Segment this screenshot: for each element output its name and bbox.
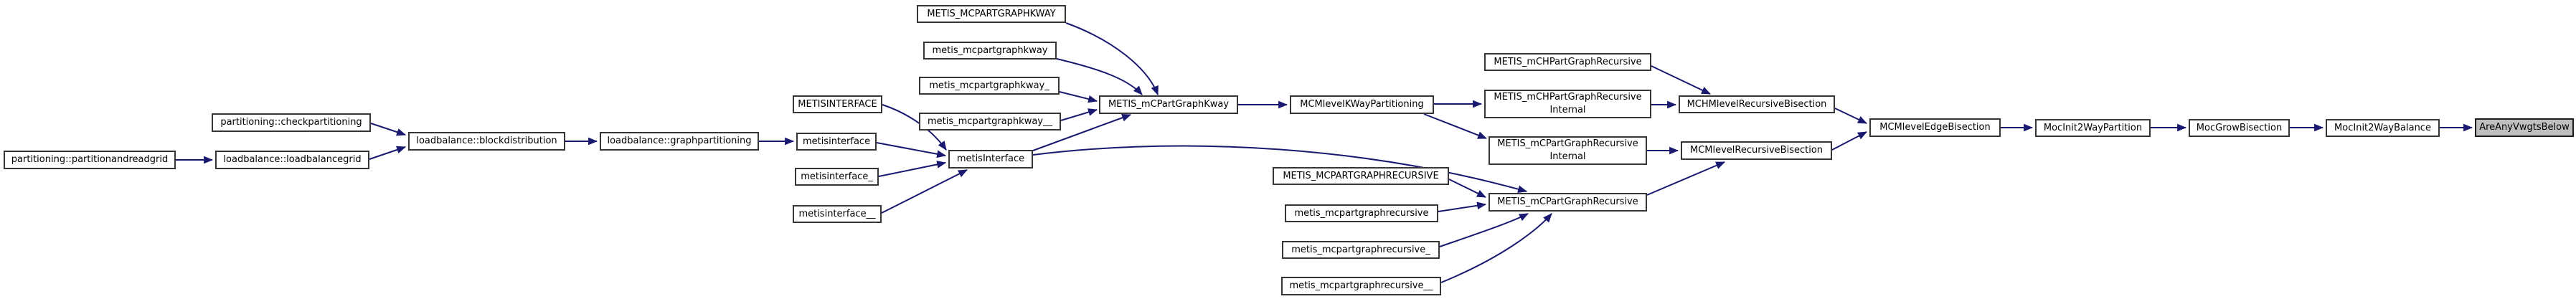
node-metis_mcpartgraphrecursive__[interactable]: metis_mcpartgraphrecursive__: [1281, 277, 1441, 295]
node-metis_mcpartgraphkway__[interactable]: metis_mcpartgraphkway__: [919, 113, 1061, 130]
node-METIS_mCPartGraphRecursiveInternal[interactable]: METIS_mCPartGraphRecursive Internal: [1488, 136, 1647, 165]
edge-METIS_MCPARTGRAPHRECURSIVE-to-METIS_mCPartGraphRecursive: [1448, 179, 1486, 198]
edge-METIS_MCPARTGRAPHKWAY-to-METIS_mCPartGraphKway: [1065, 22, 1159, 96]
node-loadbalance-loadbalancegrid[interactable]: loadbalance::loadbalancegrid: [215, 151, 369, 169]
edge-metisinterface_-to-metisInterface: [878, 161, 947, 177]
edge-metis_mcpartgraphrecursive_-to-METIS_mCPartGraphRecursive: [1439, 213, 1529, 247]
node-METISINTERFACE[interactable]: METISINTERFACE: [793, 95, 882, 113]
node-METIS_mCHPartGraphRecursiveInternal[interactable]: METIS_mCHPartGraphRecursive Internal: [1484, 90, 1651, 118]
edge-metis_mcpartgraphrecursive-to-METIS_mCPartGraphRecursive: [1438, 201, 1487, 212]
node-metisinterface[interactable]: metisinterface: [796, 133, 877, 151]
node-loadbalance-graphpartitioning[interactable]: loadbalance::graphpartitioning: [600, 132, 759, 151]
edge-MCHMlevelRecursiveBisection-to-MCMlevelEdgeBisection: [1834, 108, 1867, 124]
edge-metis_mcpartgraphkway_-to-METIS_mCPartGraphKway: [1059, 91, 1098, 103]
edge-MCMlevelRecursiveBisection-to-MCMlevelEdgeBisection: [1831, 131, 1867, 151]
edge-metisInterface-to-METIS_mCPartGraphRecursive: [1032, 145, 1528, 194]
node-MocGrowBisection[interactable]: MocGrowBisection: [2189, 119, 2290, 137]
node-metisInterface[interactable]: metisInterface: [948, 150, 1033, 169]
edge-metisinterface-to-metisInterface: [876, 142, 947, 158]
node-loadbalance-blockdistribution[interactable]: loadbalance::blockdistribution: [408, 132, 565, 151]
edge-checkpartitioning-to-blockdistribution: [370, 123, 407, 136]
node-MocInit2WayBalance[interactable]: MocInit2WayBalance: [2326, 119, 2440, 137]
node-MocInit2WayPartition[interactable]: MocInit2WayPartition: [2035, 119, 2151, 137]
node-MCMlevelRecursiveBisection[interactable]: MCMlevelRecursiveBisection: [1681, 141, 1832, 160]
node-MCMlevelKWayPartitioning[interactable]: MCMlevelKWayPartitioning: [1290, 95, 1434, 114]
node-metis_mcpartgraphrecursive[interactable]: metis_mcpartgraphrecursive: [1285, 204, 1438, 222]
edge-MCMlevelKWayPartitioning-to-METIS_mCPartGraphRecursiveInternal: [1423, 113, 1488, 139]
edge-METIS_mCHPartGraphRecursive-to-MCHMlevelRecursiveBisection: [1651, 65, 1711, 95]
node-metisinterface__[interactable]: metisinterface__: [793, 205, 882, 223]
node-partitioning-checkpartitioning[interactable]: partitioning::checkpartitioning: [212, 113, 371, 132]
node-AreAnyVwgtsBelow: AreAnyVwgtsBelow: [2475, 118, 2574, 137]
node-METIS_mCHPartGraphRecursive[interactable]: METIS_mCHPartGraphRecursive: [1484, 53, 1651, 71]
edge-metis_mcpartgraphkway-to-METIS_mCPartGraphKway: [1056, 58, 1143, 95]
node-MCHMlevelRecursiveBisection[interactable]: MCHMlevelRecursiveBisection: [1679, 95, 1835, 113]
node-METIS_mCPartGraphKway[interactable]: METIS_mCPartGraphKway: [1099, 95, 1238, 114]
node-metis_mcpartgraphkway_[interactable]: metis_mcpartgraphkway_: [919, 77, 1060, 95]
node-MCMlevelEdgeBisection[interactable]: MCMlevelEdgeBisection: [1869, 118, 2001, 137]
edge-metisinterface__-to-metisInterface: [881, 169, 968, 214]
node-METIS_mCPartGraphRecursive[interactable]: METIS_mCPartGraphRecursive: [1488, 193, 1647, 212]
node-partitioning-partitionandreadgrid[interactable]: partitioning::partitionandreadgrid: [4, 151, 176, 169]
edge-METIS_mCPartGraphRecursive-to-MCMlevelRecursiveBisection: [1646, 161, 1725, 196]
node-metis_mcpartgraphrecursive_[interactable]: metis_mcpartgraphrecursive_: [1282, 241, 1440, 259]
node-metisinterface_[interactable]: metisinterface_: [795, 168, 879, 186]
edge-metisInterface-to-METIS_mCPartGraphKway: [1032, 114, 1132, 151]
edge-loadbalancegrid-to-blockdistribution: [369, 146, 407, 160]
edge-metis_mcpartgraphrecursive__-to-METIS_mCPartGraphRecursive: [1440, 213, 1552, 283]
node-metis_mcpartgraphkway[interactable]: metis_mcpartgraphkway: [923, 42, 1057, 60]
edge-metis_mcpartgraphkway__-to-METIS_mCPartGraphKway: [1060, 108, 1098, 121]
node-METIS_MCPARTGRAPHRECURSIVE[interactable]: METIS_MCPARTGRAPHRECURSIVE: [1273, 167, 1449, 185]
node-METIS_MCPARTGRAPHKWAY[interactable]: METIS_MCPARTGRAPHKWAY: [917, 5, 1066, 23]
